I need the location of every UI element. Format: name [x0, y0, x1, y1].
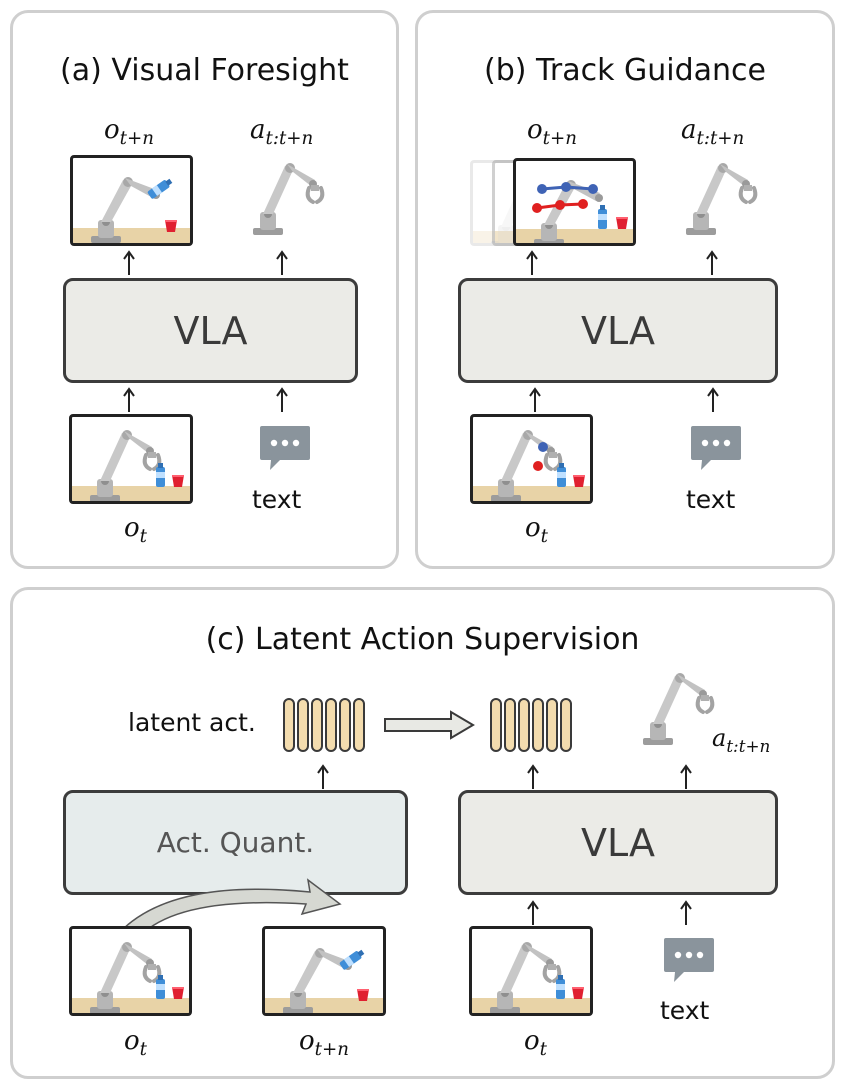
chat-bubble-icon	[691, 426, 741, 470]
arrow-up	[526, 250, 538, 275]
transfer-arrow	[384, 710, 475, 740]
arrow-up	[276, 250, 288, 275]
subscript: t	[539, 1039, 547, 1061]
current-observation-image	[69, 926, 192, 1016]
chat-bubble-icon	[260, 426, 310, 470]
future-observation-image	[262, 926, 386, 1016]
arrow-up	[527, 764, 539, 789]
arrow-up	[706, 250, 718, 275]
subscript: t	[139, 1039, 147, 1061]
arrow-up	[707, 387, 719, 412]
future-observation-label: ot+n	[527, 115, 577, 149]
symbol: a	[681, 115, 697, 145]
water-bottle-icon	[598, 205, 607, 229]
symbol: a	[250, 115, 266, 145]
text-input-label: text	[252, 485, 302, 514]
subscript: t+n	[314, 1039, 349, 1061]
current-observation-label: ot	[524, 1026, 547, 1060]
current-observation-label: ot	[124, 1026, 147, 1060]
latent-action-label: latent act.	[128, 708, 256, 737]
action-label: at:t+n	[250, 115, 313, 149]
symbol: o	[124, 1026, 140, 1056]
track-point-red	[533, 461, 543, 471]
vla-box: VLA	[458, 278, 778, 383]
robot-arm-icon	[684, 161, 758, 237]
symbol: a	[712, 724, 727, 752]
latent-action-tokens	[283, 698, 365, 752]
arrow-up	[529, 387, 541, 412]
text-input-label: text	[686, 485, 736, 514]
curved-transition-arrow	[116, 878, 342, 937]
panel-title: (c) Latent Action Supervision	[205, 622, 640, 657]
panel-title: (a) Visual Foresight	[60, 53, 349, 88]
subscript: t	[139, 526, 147, 548]
current-observation-label: ot	[525, 513, 548, 547]
symbol: o	[104, 115, 120, 145]
arrow-up	[317, 764, 329, 789]
arrow-up	[123, 250, 135, 275]
subscript: t:t+n	[726, 735, 771, 756]
action-label: at:t+n	[712, 724, 770, 756]
symbol: o	[299, 1026, 315, 1056]
red-cup-icon	[172, 987, 184, 999]
future-observation-label: ot+n	[299, 1026, 349, 1060]
vla-box: VLA	[63, 278, 358, 383]
current-observation-image	[470, 414, 593, 504]
red-cup-icon	[172, 475, 184, 487]
arrow-up	[276, 387, 288, 412]
subscript: t	[540, 526, 548, 548]
red-cup-icon	[616, 217, 628, 229]
subscript: t+n	[542, 128, 577, 150]
red-cup-icon	[572, 987, 584, 999]
future-observation-image	[513, 158, 636, 246]
symbol: o	[527, 115, 543, 145]
text-input-label: text	[660, 996, 710, 1025]
vla-box: VLA	[458, 790, 778, 895]
track-point-blue	[538, 442, 548, 452]
subscript: t:t+n	[696, 128, 745, 150]
symbol: o	[525, 513, 541, 543]
symbol: o	[124, 513, 140, 543]
arrow-up	[123, 387, 135, 412]
red-cup-icon	[357, 989, 369, 1001]
subscript: t+n	[119, 128, 154, 150]
panel-title: (b) Track Guidance	[483, 53, 766, 88]
robot-arm-icon	[251, 161, 325, 237]
future-observation-image	[70, 155, 193, 246]
latent-action-tokens	[490, 698, 572, 752]
symbol: o	[524, 1026, 540, 1056]
red-cup-icon	[573, 475, 585, 487]
robot-arm-icon	[641, 671, 715, 747]
arrow-up	[680, 900, 692, 925]
current-observation-image	[69, 414, 193, 504]
subscript: t:t+n	[265, 128, 314, 150]
action-quantization-box: Act. Quant.	[63, 790, 408, 895]
arrow-up	[527, 900, 539, 925]
current-observation-image	[469, 926, 593, 1016]
chat-bubble-icon	[664, 938, 714, 982]
arrow-up	[680, 764, 692, 789]
red-cup-icon	[165, 220, 177, 232]
current-observation-label: ot	[124, 513, 147, 547]
future-observation-label: ot+n	[104, 115, 154, 149]
action-label: at:t+n	[681, 115, 744, 149]
